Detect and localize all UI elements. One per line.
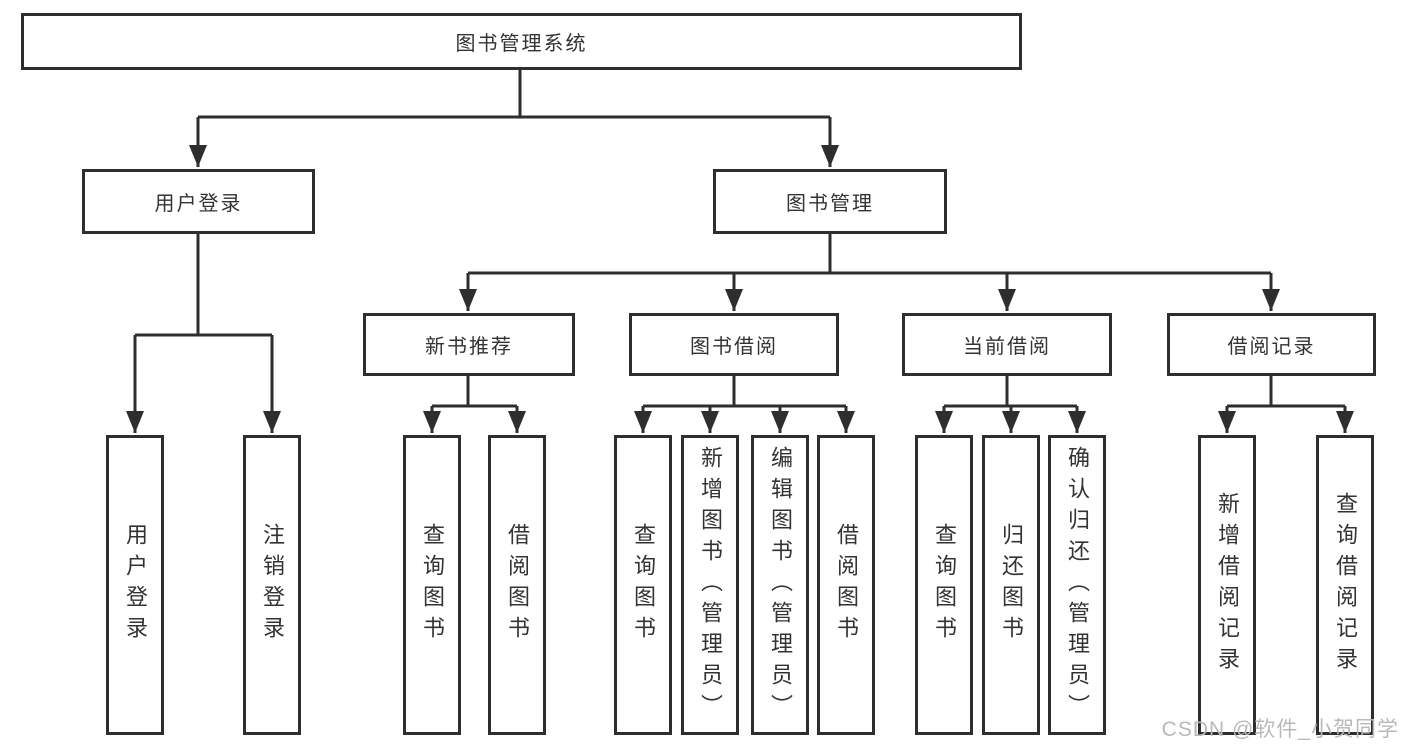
- leaf-label: 编辑图书（管理员）: [768, 445, 793, 725]
- leaf-label: 借阅图书: [505, 523, 530, 647]
- leaf-user-login: 用户登录: [106, 435, 164, 735]
- edges-user-login: [126, 233, 281, 433]
- edges-new-book-recommend: [423, 376, 526, 433]
- node-label: 图书管理系统: [455, 33, 588, 55]
- node-label: 用户登录: [154, 193, 243, 215]
- leaf-label: 归还图书: [999, 523, 1024, 647]
- node-label: 图书管理: [786, 193, 874, 215]
- leaf-label: 查询图书: [420, 523, 445, 647]
- node-current-borrow: 当前借阅: [902, 313, 1112, 376]
- node-label: 图书借阅: [690, 336, 778, 358]
- node-borrow-records: 借阅记录: [1167, 313, 1376, 376]
- leaf-label: 新增图书（管理员）: [698, 445, 723, 725]
- csdn-watermark: CSDN @软件_小贺同学: [1161, 718, 1399, 741]
- edges-root: [189, 69, 839, 167]
- edges-book-borrow: [634, 376, 855, 433]
- leaf-label: 查询借阅记录: [1333, 492, 1358, 678]
- leaf-logout: 注销登录: [243, 435, 301, 735]
- leaf-query-books-borrow: 查询图书: [614, 435, 672, 735]
- leaf-query-books-recommend: 查询图书: [403, 435, 461, 735]
- node-book-borrow: 图书借阅: [629, 313, 839, 376]
- leaf-label: 查询图书: [631, 523, 656, 647]
- leaf-label: 新增借阅记录: [1215, 492, 1240, 678]
- leaf-borrow-books: 借阅图书: [817, 435, 875, 735]
- node-user-login: 用户登录: [82, 169, 315, 234]
- node-system-root: 图书管理系统: [21, 13, 1022, 70]
- leaf-borrow-books-recommend: 借阅图书: [488, 435, 546, 735]
- leaf-label: 借阅图书: [834, 523, 859, 647]
- node-book-management: 图书管理: [713, 169, 947, 234]
- leaf-label: 用户登录: [123, 523, 148, 647]
- leaf-query-borrow-record: 查询借阅记录: [1316, 435, 1374, 735]
- leaf-add-books-admin: 新增图书（管理员）: [681, 435, 739, 735]
- edges-book-management: [459, 233, 1280, 311]
- leaf-confirm-return-admin: 确认归还（管理员）: [1048, 435, 1106, 735]
- node-label: 当前借阅: [963, 336, 1051, 358]
- leaf-label: 注销登录: [260, 523, 285, 647]
- node-label: 借阅记录: [1227, 336, 1316, 358]
- edges-borrow-records: [1218, 376, 1354, 433]
- leaf-edit-books-admin: 编辑图书（管理员）: [751, 435, 809, 735]
- edges-current-borrow: [935, 376, 1086, 433]
- leaf-return-books: 归还图书: [982, 435, 1040, 735]
- node-label: 新书推荐: [425, 336, 513, 358]
- leaf-add-borrow-record: 新增借阅记录: [1198, 435, 1256, 735]
- leaf-query-books-current: 查询图书: [915, 435, 973, 735]
- node-new-book-recommend: 新书推荐: [363, 313, 575, 376]
- leaf-label: 查询图书: [932, 523, 957, 647]
- leaf-label: 确认归还（管理员）: [1065, 445, 1090, 725]
